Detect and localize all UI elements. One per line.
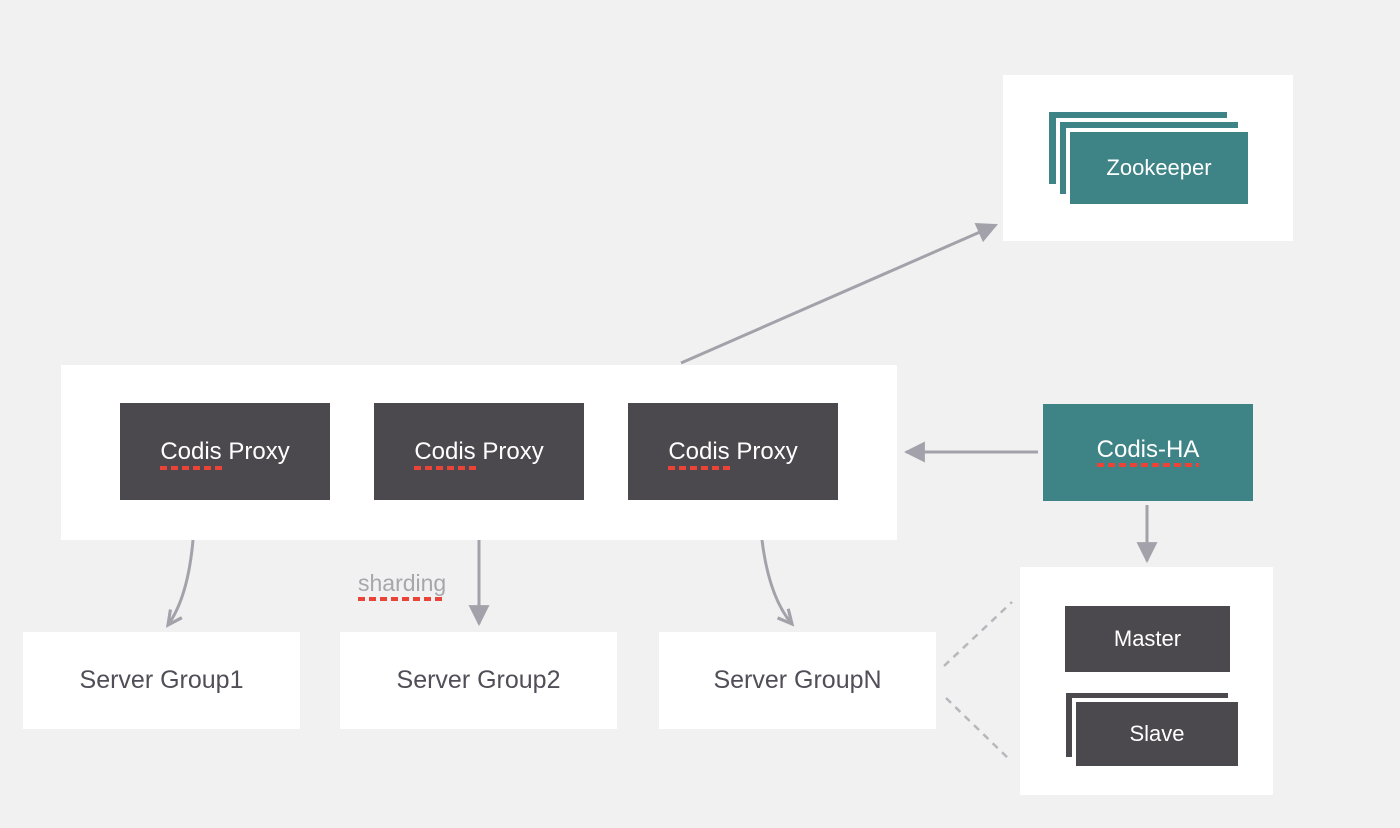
codis-proxy-label-rest: Proxy xyxy=(475,437,544,465)
codis-proxy-label: Codis Proxy xyxy=(160,437,290,470)
master-label: Master xyxy=(1113,626,1182,651)
server-group-label: Server Group1 xyxy=(79,666,244,694)
server-group-n: Server GroupN xyxy=(659,632,936,729)
zookeeper-label: Zookeeper xyxy=(1106,155,1212,180)
server-group-2: Server Group2 xyxy=(340,632,617,729)
master-node: Master xyxy=(1065,606,1230,672)
codis-proxy-node-1: Codis Proxy xyxy=(120,403,330,500)
replica-panel: Master Slave xyxy=(1020,567,1273,795)
codis-ha-label: Codis-HA xyxy=(1096,438,1200,467)
dashed-link-groupn-to-replicas-upper xyxy=(943,601,1013,667)
codis-ha-node: Codis-HA xyxy=(1043,404,1253,501)
arrow-proxy3-to-groupn xyxy=(760,539,795,627)
codis-proxy-label-misspelled: Codis xyxy=(160,437,222,470)
zookeeper-panel: Zookeeper xyxy=(1003,75,1293,241)
dashed-link-groupn-to-replicas-lower xyxy=(945,697,1012,762)
slave-node: Slave xyxy=(1076,702,1238,766)
zookeeper-node: Zookeeper xyxy=(1070,132,1248,204)
codis-proxy-label-rest: Proxy xyxy=(221,437,290,465)
arrow-proxy1-to-group1 xyxy=(165,539,195,628)
proxy-panel: Codis Proxy Codis Proxy Codis Proxy xyxy=(61,365,897,540)
server-group-label: Server Group2 xyxy=(396,666,561,694)
codis-proxy-label: Codis Proxy xyxy=(668,437,798,470)
sharding-label: sharding xyxy=(358,570,447,601)
sharding-annotation: sharding xyxy=(358,570,447,601)
codis-proxy-label-rest: Proxy xyxy=(729,437,798,465)
codis-proxy-label-misspelled: Codis xyxy=(414,437,476,470)
server-group-1: Server Group1 xyxy=(23,632,300,729)
codis-proxy-label-misspelled: Codis xyxy=(668,437,730,470)
server-group-label: Server GroupN xyxy=(713,666,882,694)
codis-proxy-node-3: Codis Proxy xyxy=(628,403,838,500)
arrow-proxies-to-zookeeper xyxy=(680,222,998,365)
codis-proxy-label: Codis Proxy xyxy=(414,437,544,470)
codis-proxy-node-2: Codis Proxy xyxy=(374,403,584,500)
slave-label: Slave xyxy=(1129,721,1185,746)
